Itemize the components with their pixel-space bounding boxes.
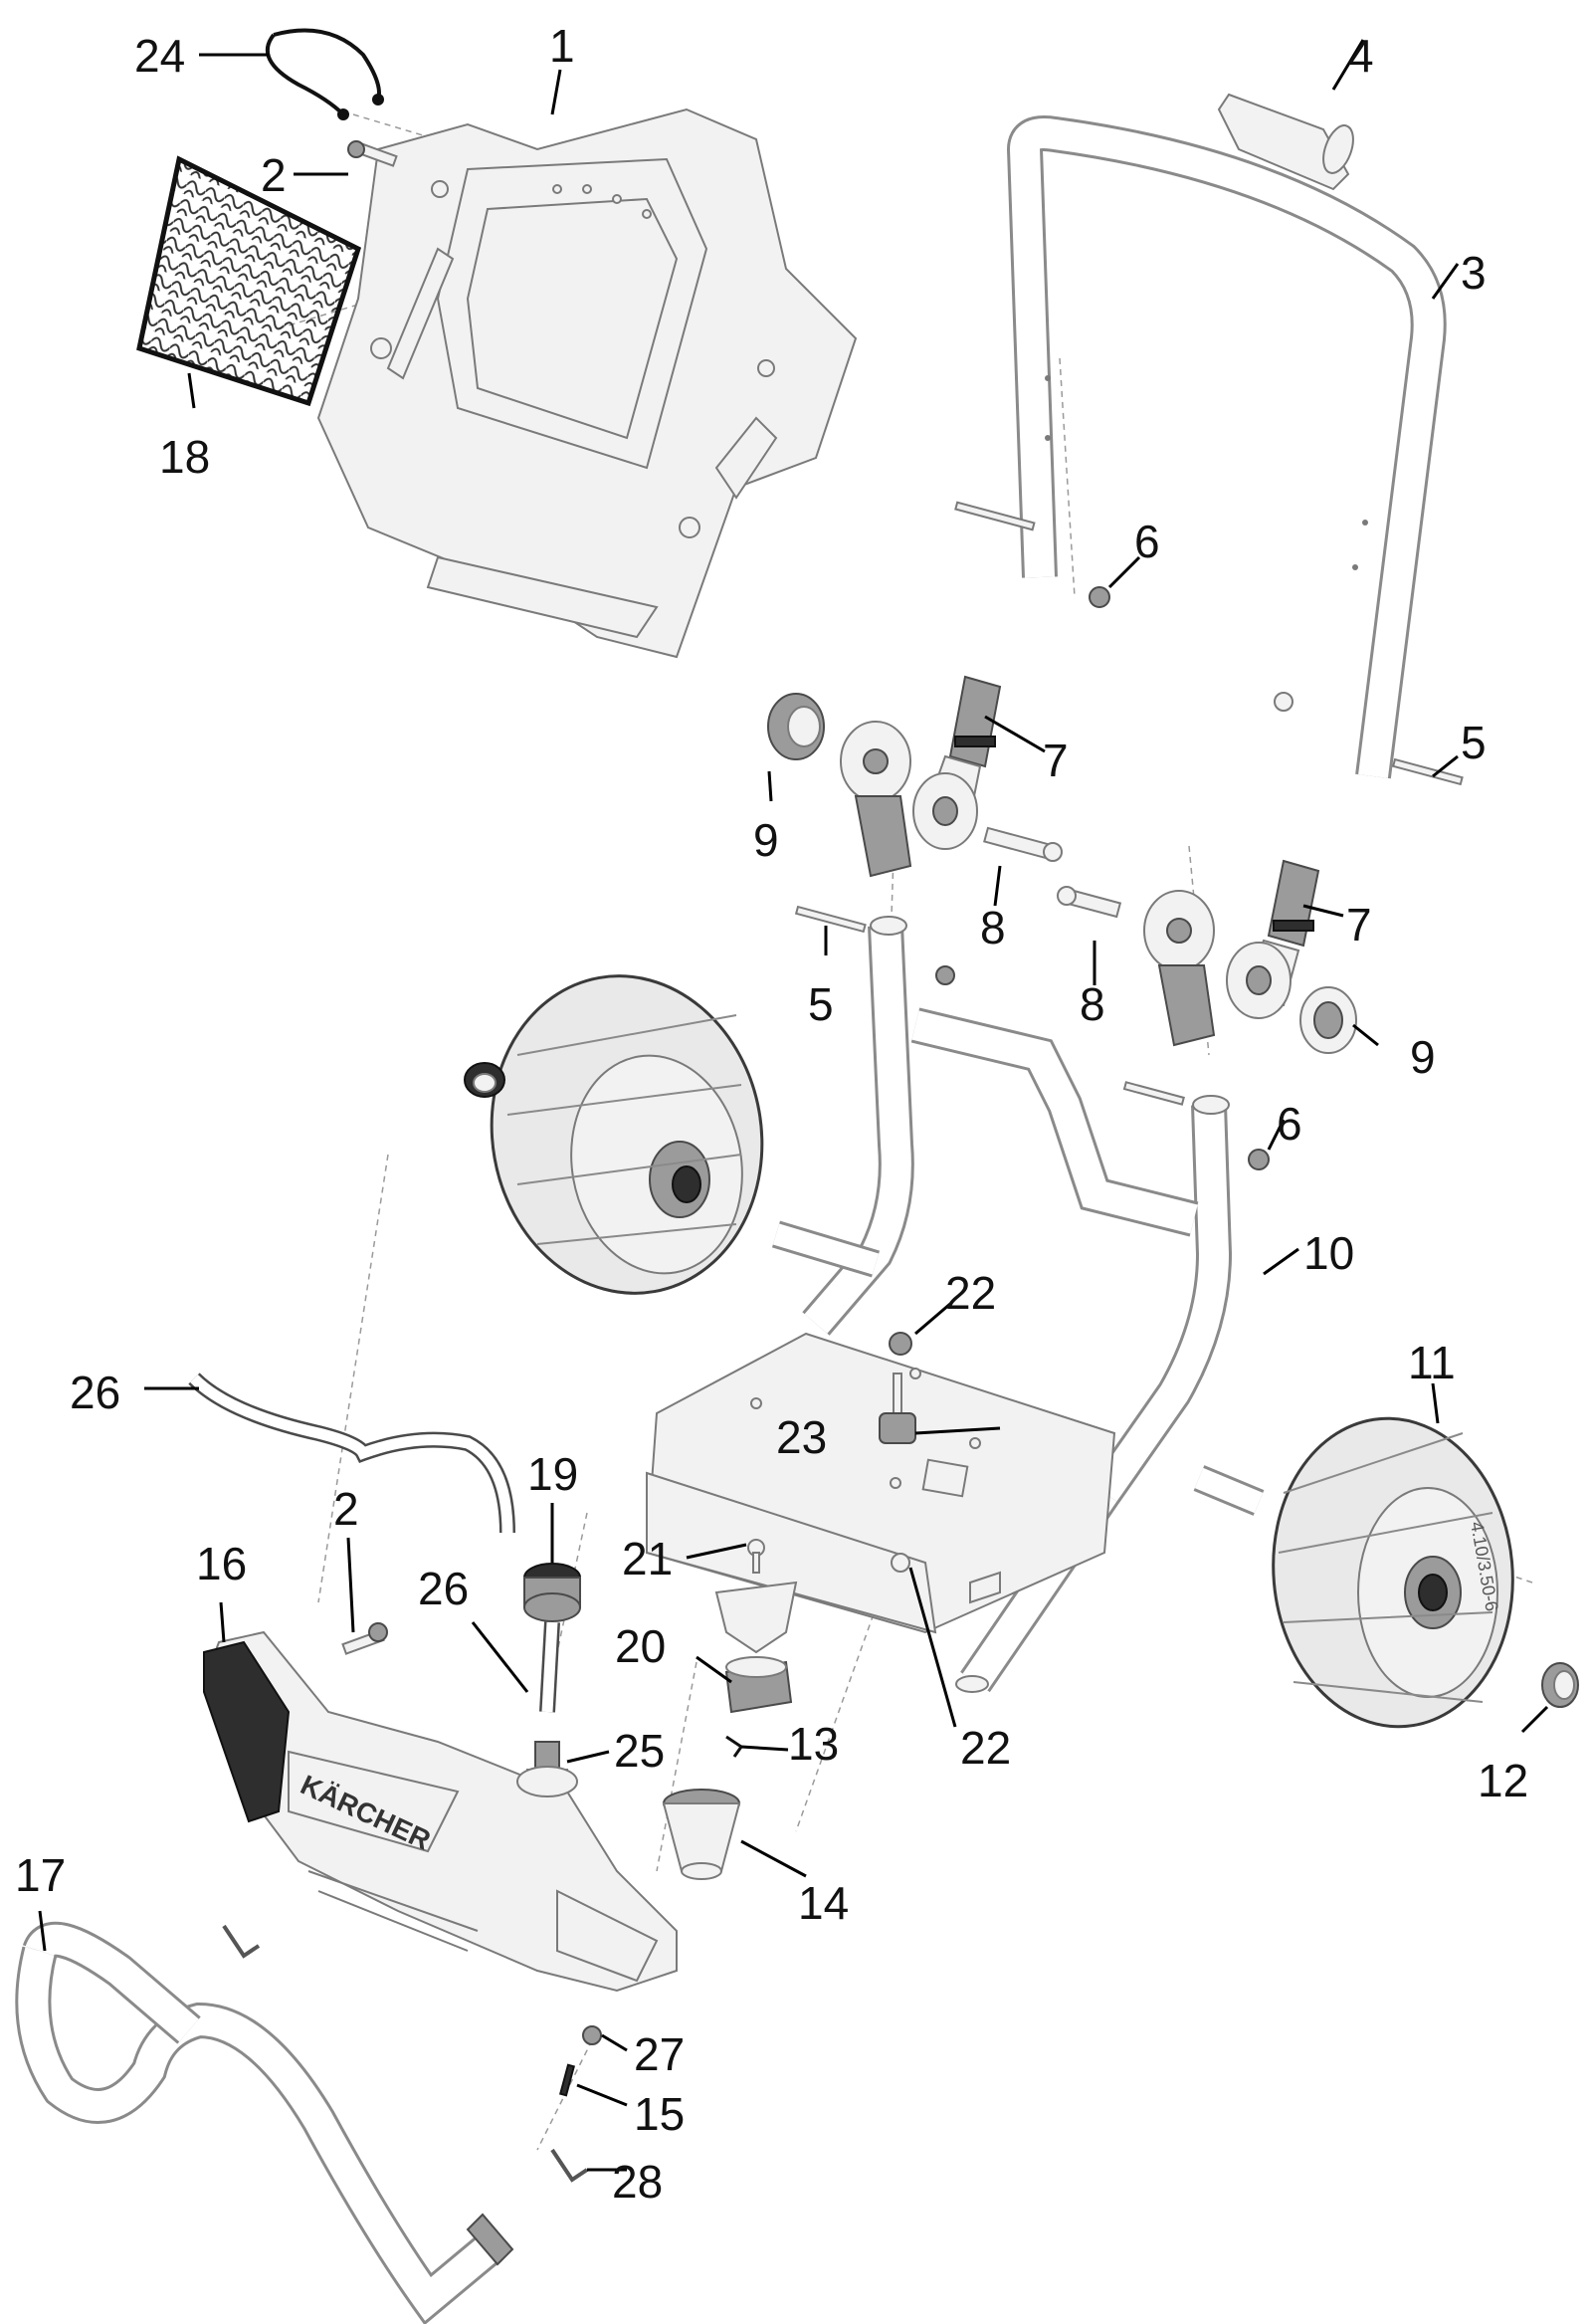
callout-7-lower: 7 <box>1346 899 1372 951</box>
callout-9-lower: 9 <box>1410 1031 1436 1083</box>
callout-1: 1 <box>549 20 575 72</box>
callout-26-mid: 26 <box>418 1563 469 1614</box>
part-2-screw-top <box>347 140 398 167</box>
part-26-hose <box>188 1373 560 1713</box>
part-9-knob-lower <box>1299 986 1357 1054</box>
callout-2-top: 2 <box>261 149 287 201</box>
callout-19: 19 <box>527 1448 578 1500</box>
part-23-rubber-mount <box>879 1373 916 1444</box>
callout-22-lower: 22 <box>960 1722 1011 1774</box>
part-1-housing <box>316 107 858 659</box>
part-11-wheel-right: 4.10/3.50-6 <box>1193 1416 1514 1729</box>
callout-6-lower: 6 <box>1277 1098 1302 1150</box>
callout-8-lower: 8 <box>1080 978 1105 1030</box>
part-12-hubcap-right <box>1541 1662 1579 1708</box>
callout-11: 11 <box>1408 1337 1456 1388</box>
part-22-nut-lower <box>891 1553 910 1573</box>
bracket-under-plate <box>714 1581 798 1654</box>
part-8-bolt-lower <box>1057 886 1122 919</box>
part-21-screw <box>747 1539 765 1574</box>
callout-25: 25 <box>614 1725 665 1777</box>
part-6-nut-upper <box>1089 586 1110 608</box>
callout-26-left: 26 <box>70 1367 120 1418</box>
part-2-screw-lower <box>341 1622 388 1655</box>
callout-7-upper: 7 <box>1043 735 1069 786</box>
clamp-bracket-upper <box>840 721 912 878</box>
callout-12: 12 <box>1478 1755 1528 1806</box>
part-13-clip <box>725 1735 744 1758</box>
callout-8-upper: 8 <box>980 902 1006 953</box>
part-wheel-hubcap-left <box>464 1062 505 1098</box>
callout-2-lower: 2 <box>333 1483 359 1535</box>
part-18-filter-mesh <box>136 155 362 407</box>
callout-16: 16 <box>196 1538 247 1589</box>
part-28-pin <box>550 2148 589 2183</box>
part-27-washer <box>582 2025 602 2045</box>
part-3-push-handle <box>1006 115 1447 779</box>
callout-20: 20 <box>615 1620 666 1672</box>
callout-14: 14 <box>798 1877 849 1929</box>
callout-10: 10 <box>1303 1227 1354 1279</box>
part-9-knob-upper <box>767 693 825 760</box>
callout-5-left: 5 <box>808 978 834 1030</box>
callout-3: 3 <box>1461 247 1487 299</box>
part-6-nut-lower <box>1248 1149 1270 1170</box>
part-wheel-left <box>490 974 881 1295</box>
part-4-handle-grip <box>1217 93 1354 191</box>
hardware-bolts-nuts <box>794 501 1464 1170</box>
callout-28: 28 <box>612 2156 663 2208</box>
callout-9-upper: 9 <box>753 814 779 866</box>
leader-lines <box>38 39 1549 2172</box>
part-8-bolt-upper <box>983 826 1063 862</box>
callout-27: 27 <box>634 2028 685 2080</box>
callout-17: 17 <box>15 1849 66 1901</box>
clamp-bracket-lower <box>1143 890 1216 1047</box>
callout-22-upper: 22 <box>945 1267 996 1319</box>
part-19-cap <box>523 1563 581 1622</box>
part-20-bushing <box>724 1656 793 1714</box>
callout-15: 15 <box>634 2088 685 2140</box>
callout-5-right: 5 <box>1461 717 1487 768</box>
base-plate <box>645 1332 1116 1634</box>
callout-13: 13 <box>788 1718 839 1770</box>
part-22-nut-upper <box>889 1332 912 1356</box>
callout-23: 23 <box>776 1411 827 1463</box>
part-7-clamp-lever-upper <box>912 675 1002 850</box>
part-14-strainer <box>662 1789 741 1880</box>
part-24-cable <box>265 28 384 120</box>
part-16-tank: KÄRCHER <box>202 1630 678 1993</box>
part-6-washer-right <box>1274 692 1294 712</box>
callout-6-upper: 6 <box>1134 516 1160 567</box>
callout-24: 24 <box>134 30 185 82</box>
part-7-clamp-lever-lower <box>1226 859 1320 1019</box>
part-17-bumper-tube <box>15 1921 514 2324</box>
callout-21: 21 <box>622 1533 673 1585</box>
callout-18: 18 <box>159 431 210 483</box>
pin-upper <box>222 1924 261 1959</box>
callout-labels: 24 1 2 4 3 18 6 7 5 9 8 7 5 8 9 6 10 22 … <box>15 20 1528 2208</box>
part-15-screw <box>558 2063 576 2097</box>
callout-4: 4 <box>1348 30 1374 82</box>
